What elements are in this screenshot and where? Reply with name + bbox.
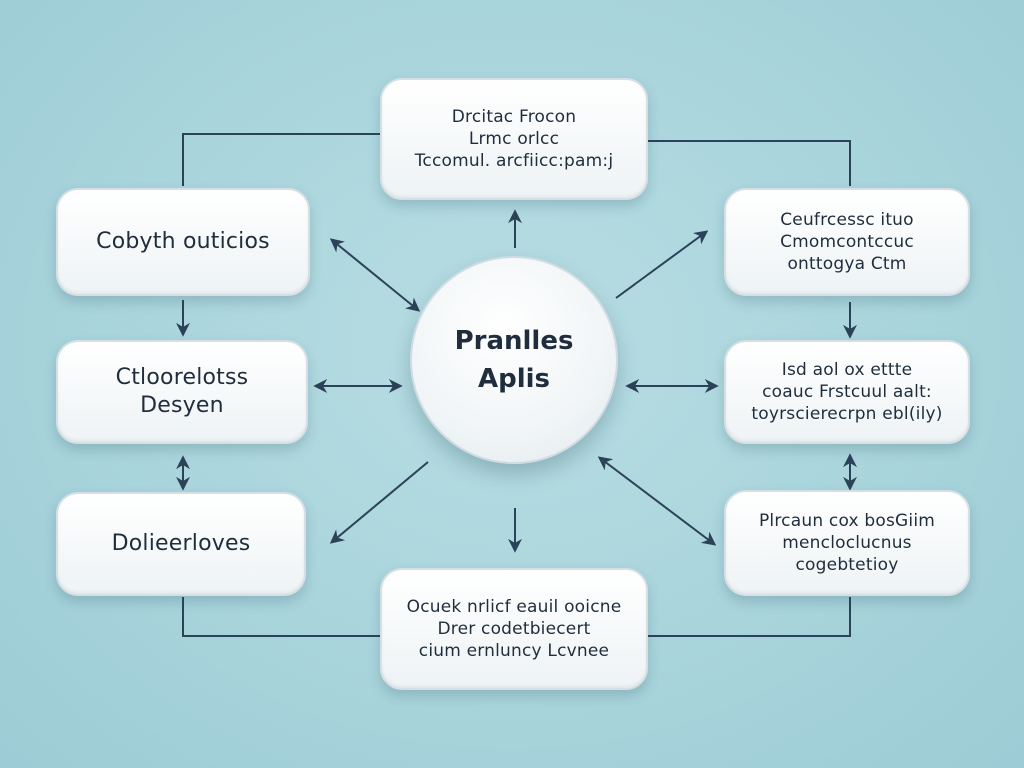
frame-line-top-left xyxy=(182,133,380,186)
node-left-bottom-line-1: Dolieerloves xyxy=(111,531,251,556)
node-right-middle: Isd aol ox ettte coauc Frstcuul aalt: to… xyxy=(724,340,970,444)
node-top-line-3: Tccomul. arcfiicc:pam:j xyxy=(414,151,614,171)
node-left-bottom: Dolieerloves xyxy=(56,492,306,596)
node-left-top: Cobyth outicios xyxy=(56,188,310,296)
node-right-top: Ceufrcessc ituo Cmomcontccuc onttogya Ct… xyxy=(724,188,970,296)
node-right-bottom-line-1: Plrcaun cox bosGiim xyxy=(758,511,936,531)
center-node-line-2: Aplis xyxy=(477,364,551,394)
node-right-middle-line-2: coauc Frstcuul aalt: xyxy=(762,382,932,402)
node-left-top-line-1: Cobyth outicios xyxy=(96,229,270,254)
arrow-center-left-top xyxy=(329,238,421,312)
frame-line-bottom-left xyxy=(182,597,380,637)
frame-line-top-right xyxy=(648,140,851,186)
node-right-top-line-1: Ceufrcessc ituo xyxy=(780,210,914,230)
arrow-center-right-top xyxy=(615,230,709,299)
node-bottom: Ocuek nrlicf eauil ooicne Drer codetbiec… xyxy=(380,568,648,690)
center-node: Pranlles Aplis xyxy=(410,256,618,464)
frame-line-bottom-right xyxy=(648,597,851,637)
arrow-center-left-bottom xyxy=(329,461,429,544)
node-right-bottom-line-2: mencloclucnus xyxy=(782,533,912,553)
node-left-middle: Ctloorelotss Desyen xyxy=(56,340,308,444)
node-top-line-1: Drcitac Frocon xyxy=(451,107,577,127)
node-right-bottom: Plrcaun cox bosGiim mencloclucnus cogebt… xyxy=(724,490,970,596)
arrow-center-right-bottom xyxy=(597,456,717,546)
node-bottom-line-2: Drer codetbiecert xyxy=(437,619,591,639)
node-right-middle-line-3: toyrscierecrpn ebl(ily) xyxy=(751,404,943,424)
node-right-middle-line-1: Isd aol ox ettte xyxy=(781,360,913,380)
node-bottom-line-3: cium ernluncy Lcvnee xyxy=(418,641,610,661)
node-right-top-line-2: Cmomcontccuc xyxy=(780,232,914,252)
node-left-middle-line-1: Ctloorelotss xyxy=(115,365,249,390)
node-right-top-line-3: onttogya Ctm xyxy=(787,254,907,274)
node-bottom-line-1: Ocuek nrlicf eauil ooicne xyxy=(406,597,622,617)
center-node-line-1: Pranlles xyxy=(454,326,574,356)
node-top: Drcitac Frocon Lrmc orlcc Tccomul. arcfi… xyxy=(380,78,648,200)
node-top-line-2: Lrmc orlcc xyxy=(468,129,560,149)
node-right-bottom-line-3: cogebtetioy xyxy=(795,555,899,575)
node-left-middle-line-2: Desyen xyxy=(140,393,224,418)
